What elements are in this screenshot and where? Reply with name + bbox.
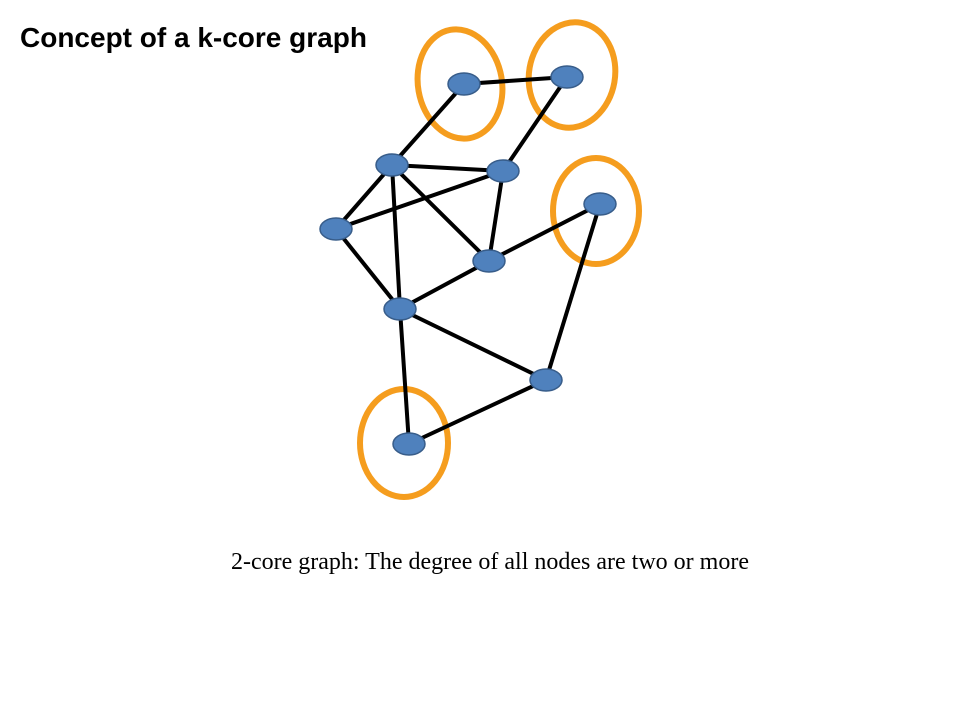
graph-node-n7 xyxy=(383,297,417,321)
edge-n9-n10 xyxy=(407,378,548,446)
edge-n8-n9 xyxy=(544,202,602,382)
highlight-ring-n8 xyxy=(550,155,642,267)
graph-nodes xyxy=(319,65,617,456)
graph-node-n8 xyxy=(583,192,617,216)
edge-n4-n6 xyxy=(487,169,505,263)
edge-n1-n3 xyxy=(390,82,466,167)
edge-n3-n7 xyxy=(390,163,402,311)
highlight-ring-n1 xyxy=(414,26,506,142)
edge-n6-n7 xyxy=(398,259,491,311)
edge-n3-n4 xyxy=(390,163,505,173)
graph-node-n5 xyxy=(319,217,353,241)
graph-node-n6 xyxy=(472,249,506,273)
graph-node-n3 xyxy=(375,153,409,177)
edge-n3-n6 xyxy=(390,163,491,263)
graph-edges xyxy=(334,75,602,446)
edge-n6-n8 xyxy=(487,202,602,263)
diagram-caption: 2-core graph: The degree of all nodes ar… xyxy=(230,549,749,575)
highlight-rings xyxy=(357,19,642,500)
edge-n5-n7 xyxy=(334,227,402,311)
edge-n7-n9 xyxy=(398,307,548,382)
edge-n3-n5 xyxy=(334,163,394,231)
graph-node-n2 xyxy=(550,65,584,89)
graph-node-n1 xyxy=(447,72,481,96)
graph-node-n4 xyxy=(486,159,520,183)
edge-n2-n4 xyxy=(501,75,569,173)
edge-n1-n2 xyxy=(462,75,569,86)
graph-node-n9 xyxy=(529,368,563,392)
graph-node-n10 xyxy=(392,432,426,456)
slide-title: Concept of a k-core graph xyxy=(20,22,367,53)
highlight-ring-n2 xyxy=(525,19,619,131)
edge-n7-n10 xyxy=(398,307,411,446)
edge-n4-n5 xyxy=(334,169,505,231)
